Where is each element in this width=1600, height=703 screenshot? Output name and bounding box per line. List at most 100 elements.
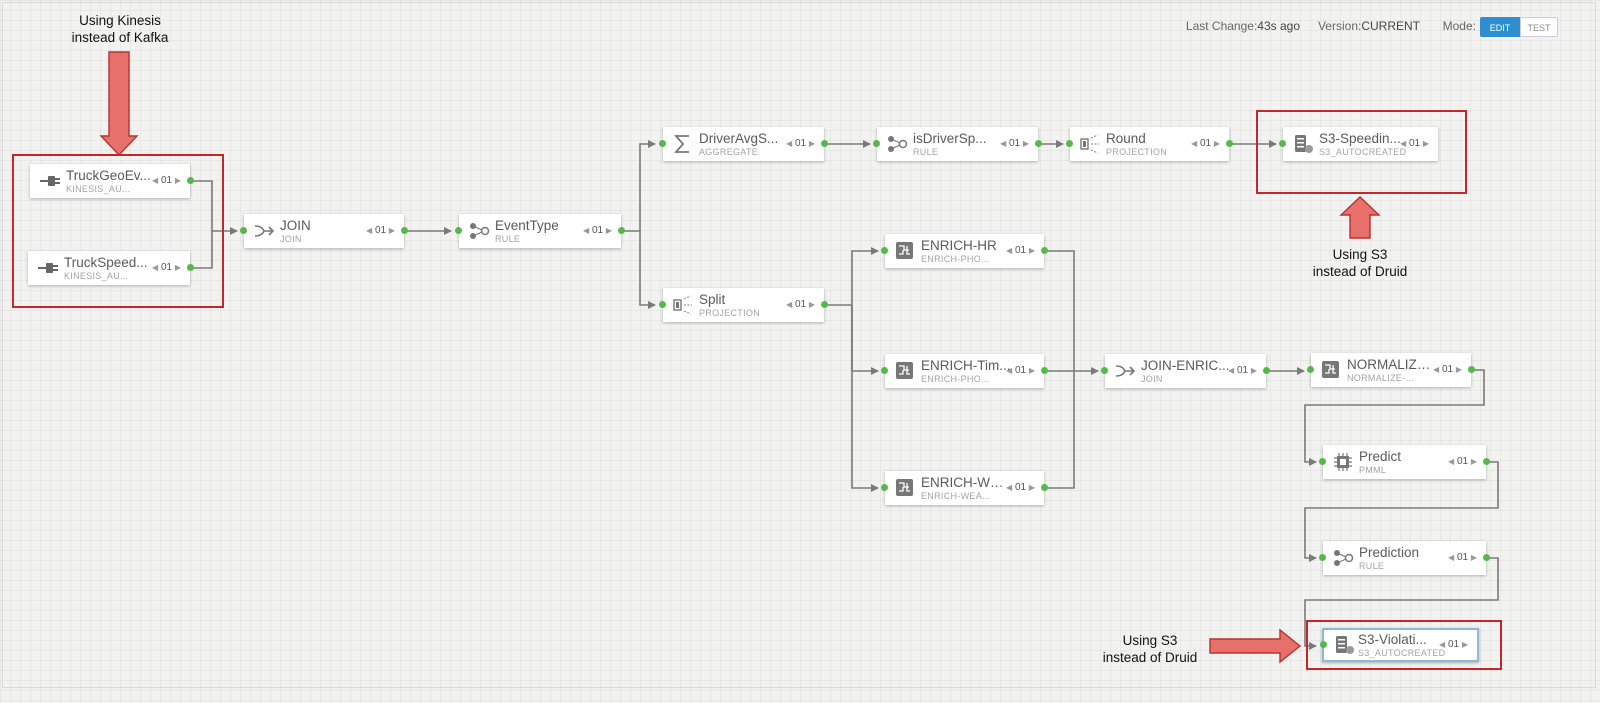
input-port[interactable] [1320, 641, 1327, 648]
node-join[interactable]: JOIN JOIN ◀ 01 ▶ [240, 214, 408, 248]
input-port[interactable] [881, 247, 888, 254]
increase-icon[interactable]: ▶ [1422, 139, 1429, 148]
parallelism-control[interactable]: ◀ 01 ▶ [1448, 456, 1477, 467]
input-port[interactable] [1101, 367, 1108, 374]
increase-icon[interactable]: ▶ [808, 300, 815, 309]
input-port[interactable] [659, 301, 666, 308]
node-is-driver-speeding[interactable]: isDriverSp... RULE ◀ 01 ▶ [873, 127, 1042, 161]
increase-icon[interactable]: ▶ [1455, 365, 1462, 374]
node-s3-violation[interactable]: S3-Violati... S3_AUTOCREATED ◀ 01 ▶ [1320, 628, 1479, 662]
output-port[interactable] [1468, 366, 1475, 373]
node-predict[interactable]: Predict PMML ◀ 01 ▶ [1319, 445, 1490, 479]
node-normalize[interactable]: NORMALIZE-... NORMALIZE-... ◀ 01 ▶ [1307, 353, 1475, 387]
node-truck-speed-events[interactable]: TruckSpeed... KINESIS_AU... ◀ 01 ▶ [28, 251, 194, 285]
increase-icon[interactable]: ▶ [1250, 366, 1257, 375]
input-port[interactable] [881, 484, 888, 491]
node-round[interactable]: Round PROJECTION ◀ 01 ▶ [1066, 127, 1233, 161]
node-enrich-hr[interactable]: ENRICH-HR ENRICH-PHO... ◀ 01 ▶ [881, 234, 1048, 268]
node-prediction[interactable]: Prediction RULE ◀ 01 ▶ [1319, 541, 1490, 575]
parallelism-control[interactable]: ◀ 01 ▶ [1400, 138, 1429, 149]
node-s3-speeding[interactable]: S3-Speedin... S3_AUTOCREATED ◀ 01 ▶ [1279, 127, 1438, 161]
output-port[interactable] [618, 227, 625, 234]
increase-icon[interactable]: ▶ [1028, 246, 1035, 255]
input-port[interactable] [1279, 140, 1286, 147]
input-port[interactable] [873, 140, 880, 147]
node-enrich-weather[interactable]: ENRICH-WEA... ENRICH-WEA... ◀ 01 ▶ [881, 471, 1048, 505]
decrease-icon[interactable]: ◀ [1000, 139, 1007, 148]
parallelism-control[interactable]: ◀ 01 ▶ [786, 299, 815, 310]
decrease-icon[interactable]: ◀ [1448, 457, 1455, 466]
increase-icon[interactable]: ▶ [1213, 139, 1220, 148]
decrease-icon[interactable]: ◀ [786, 300, 793, 309]
output-port[interactable] [1226, 140, 1233, 147]
parallelism-control[interactable]: ◀ 01 ▶ [1433, 364, 1462, 375]
output-port[interactable] [1035, 140, 1042, 147]
decrease-icon[interactable]: ◀ [786, 139, 793, 148]
node-event-type[interactable]: EventType RULE ◀ 01 ▶ [455, 214, 625, 248]
increase-icon[interactable]: ▶ [1470, 553, 1477, 562]
output-port[interactable] [187, 264, 194, 271]
input-port[interactable] [1319, 458, 1326, 465]
input-port[interactable] [659, 140, 666, 147]
mode-test-button[interactable]: TEST [1520, 17, 1558, 37]
decrease-icon[interactable]: ◀ [152, 263, 159, 272]
decrease-icon[interactable]: ◀ [1433, 365, 1440, 374]
input-port[interactable] [240, 227, 247, 234]
decrease-icon[interactable]: ◀ [1191, 139, 1198, 148]
decrease-icon[interactable]: ◀ [1228, 366, 1235, 375]
output-port[interactable] [821, 140, 828, 147]
increase-icon[interactable]: ▶ [388, 226, 395, 235]
parallelism-control[interactable]: ◀ 01 ▶ [1191, 138, 1220, 149]
increase-icon[interactable]: ▶ [174, 176, 181, 185]
input-port[interactable] [1066, 140, 1073, 147]
output-port[interactable] [1263, 367, 1270, 374]
increase-icon[interactable]: ▶ [1022, 139, 1029, 148]
decrease-icon[interactable]: ◀ [1006, 483, 1013, 492]
parallelism-control[interactable]: ◀ 01 ▶ [1006, 482, 1035, 493]
output-port[interactable] [1483, 458, 1490, 465]
parallelism-control[interactable]: ◀ 01 ▶ [152, 175, 181, 186]
input-port[interactable] [1307, 366, 1314, 373]
node-split[interactable]: Split PROJECTION ◀ 01 ▶ [659, 288, 828, 322]
mode-edit-button[interactable]: EDIT [1480, 17, 1520, 37]
parallelism-control[interactable]: ◀ 01 ▶ [1448, 552, 1477, 563]
increase-icon[interactable]: ▶ [1470, 457, 1477, 466]
output-port[interactable] [821, 301, 828, 308]
parallelism-control[interactable]: ◀ 01 ▶ [1439, 639, 1468, 650]
parallelism-control[interactable]: ◀ 01 ▶ [583, 225, 612, 236]
node-enrich-timesheet[interactable]: ENRICH-Tim... ENRICH-PHO... ◀ 01 ▶ [881, 354, 1048, 388]
decrease-icon[interactable]: ◀ [366, 226, 373, 235]
parallelism-control[interactable]: ◀ 01 ▶ [366, 225, 395, 236]
parallelism-control[interactable]: ◀ 01 ▶ [786, 138, 815, 149]
increase-icon[interactable]: ▶ [174, 263, 181, 272]
increase-icon[interactable]: ▶ [1028, 483, 1035, 492]
output-port[interactable] [1041, 247, 1048, 254]
decrease-icon[interactable]: ◀ [583, 226, 590, 235]
decrease-icon[interactable]: ◀ [1448, 553, 1455, 562]
decrease-icon[interactable]: ◀ [1439, 640, 1446, 649]
input-port[interactable] [455, 227, 462, 234]
parallelism-control[interactable]: ◀ 01 ▶ [152, 262, 181, 273]
output-port[interactable] [401, 227, 408, 234]
increase-icon[interactable]: ▶ [1028, 366, 1035, 375]
parallelism-control[interactable]: ◀ 01 ▶ [1228, 365, 1257, 376]
decrease-icon[interactable]: ◀ [1006, 246, 1013, 255]
parallelism-control[interactable]: ◀ 01 ▶ [1006, 365, 1035, 376]
parallelism-control[interactable]: ◀ 01 ▶ [1000, 138, 1029, 149]
node-join-enrich[interactable]: JOIN-ENRIC... JOIN ◀ 01 ▶ [1101, 354, 1270, 388]
input-port[interactable] [881, 367, 888, 374]
input-port[interactable] [1319, 554, 1326, 561]
increase-icon[interactable]: ▶ [1461, 640, 1468, 649]
node-truck-geo-events[interactable]: TruckGeoEv... KINESIS_AU... ◀ 01 ▶ [30, 164, 194, 198]
increase-icon[interactable]: ▶ [605, 226, 612, 235]
output-port[interactable] [1041, 484, 1048, 491]
decrease-icon[interactable]: ◀ [152, 176, 159, 185]
output-port[interactable] [187, 177, 194, 184]
decrease-icon[interactable]: ◀ [1400, 139, 1407, 148]
output-port[interactable] [1483, 554, 1490, 561]
parallelism-control[interactable]: ◀ 01 ▶ [1006, 245, 1035, 256]
node-driver-avg-speed[interactable]: DriverAvgS... AGGREGATE ◀ 01 ▶ [659, 127, 828, 161]
output-port[interactable] [1041, 367, 1048, 374]
decrease-icon[interactable]: ◀ [1006, 366, 1013, 375]
increase-icon[interactable]: ▶ [808, 139, 815, 148]
